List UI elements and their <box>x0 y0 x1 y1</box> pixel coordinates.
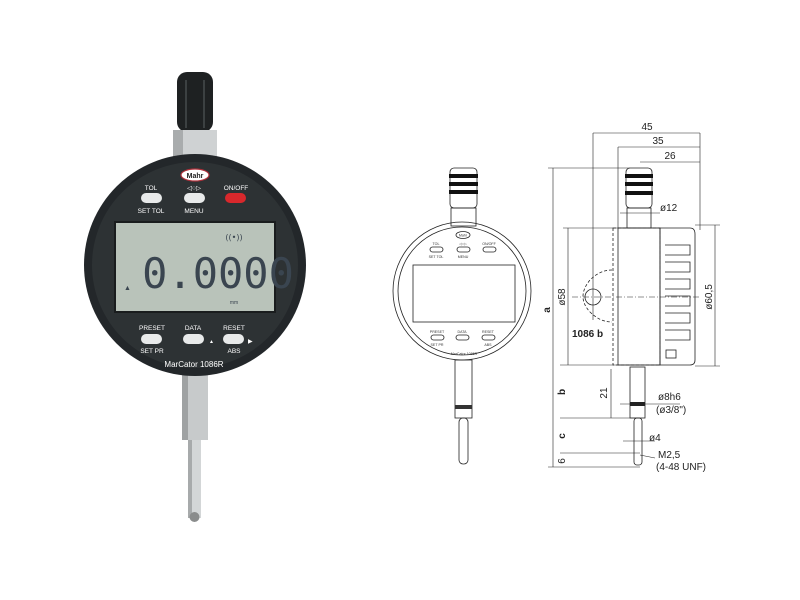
dim-stem-diameter: ø12 <box>660 203 678 214</box>
lcd-display <box>114 221 276 313</box>
reset-label: RESET <box>223 325 245 332</box>
mode-label: ◁○▷ <box>187 185 202 192</box>
svg-text:ON/OFF: ON/OFF <box>482 242 496 246</box>
svg-text:PRESET: PRESET <box>430 330 445 334</box>
dim-spindle-diameter: ø8h6 <box>658 392 681 403</box>
svg-text:Mahr: Mahr <box>459 234 468 238</box>
gauge-photo: Mahr TOL SET TOL ◁○▷ MENU ON/OFF ((•)) 0… <box>84 72 306 522</box>
reset-button[interactable] <box>223 334 244 344</box>
dim-spindle-inch: (ø3/8") <box>656 405 686 416</box>
tol-label: TOL <box>145 185 158 192</box>
preset-label: PRESET <box>139 325 165 332</box>
svg-text:SET PR: SET PR <box>431 343 444 347</box>
dim-a: a <box>542 307 553 313</box>
contact-point <box>189 512 200 522</box>
menu-label: MENU <box>184 208 203 215</box>
svg-text:RESET: RESET <box>482 330 495 334</box>
triangle-indicator: ▲ <box>124 285 131 292</box>
dim-c: c <box>557 433 568 439</box>
set-tol-label: SET TOL <box>138 208 165 215</box>
svg-text:DATA: DATA <box>457 330 467 334</box>
unit-label: mm <box>230 300 238 306</box>
tol-button[interactable] <box>141 193 162 203</box>
svg-text:MENU: MENU <box>458 255 469 259</box>
wireless-icon: ((•)) <box>225 233 242 242</box>
right-arrow-icon: ▶ <box>248 339 253 345</box>
dim-thread-inch: (4-48 UNF) <box>656 462 706 473</box>
dim-6: 6 <box>557 458 568 464</box>
dim-26: 26 <box>664 151 676 162</box>
data-button[interactable] <box>183 334 204 344</box>
dim-60-5: ø60,5 <box>704 284 715 310</box>
dim-tip-diameter: ø4 <box>649 433 661 444</box>
brand-logo <box>180 168 210 182</box>
side-view-drawing: 45 35 26 ø12 ø58 ø60,5 a b c 6 21 ø8h6 (… <box>542 122 720 473</box>
dim-21: 21 <box>599 387 610 399</box>
up-arrow-icon: ▲ <box>209 339 214 345</box>
front-view-drawing: Mahr TOL SET TOL ◁○▷ MENU ON/OFF PRESET … <box>392 167 532 465</box>
dim-58: ø58 <box>557 288 568 306</box>
set-pr-label: SET PR <box>140 348 164 355</box>
svg-text:ABS: ABS <box>484 343 492 347</box>
svg-text:MarCator 1086R: MarCator 1086R <box>451 352 478 356</box>
model-label: MarCator 1086R <box>164 360 223 369</box>
display-value: 0.0000 <box>142 249 294 298</box>
svg-text:TOL: TOL <box>433 242 440 246</box>
variant-label: 1086 b <box>572 329 603 340</box>
data-label: DATA <box>185 325 202 332</box>
svg-text:◁○▷: ◁○▷ <box>459 242 468 246</box>
dim-45: 45 <box>641 122 653 133</box>
svg-text:Mahr: Mahr <box>187 173 204 180</box>
dim-35: 35 <box>652 136 664 147</box>
dim-b: b <box>557 389 568 395</box>
svg-text:SET TOL: SET TOL <box>429 255 444 259</box>
dim-thread: M2,5 <box>658 450 681 461</box>
preset-button[interactable] <box>141 334 162 344</box>
on-off-label: ON/OFF <box>224 185 249 192</box>
menu-button[interactable] <box>184 193 205 203</box>
abs-label: ABS <box>227 348 241 355</box>
on-off-button[interactable] <box>225 193 246 203</box>
lifting-knob <box>177 72 213 132</box>
